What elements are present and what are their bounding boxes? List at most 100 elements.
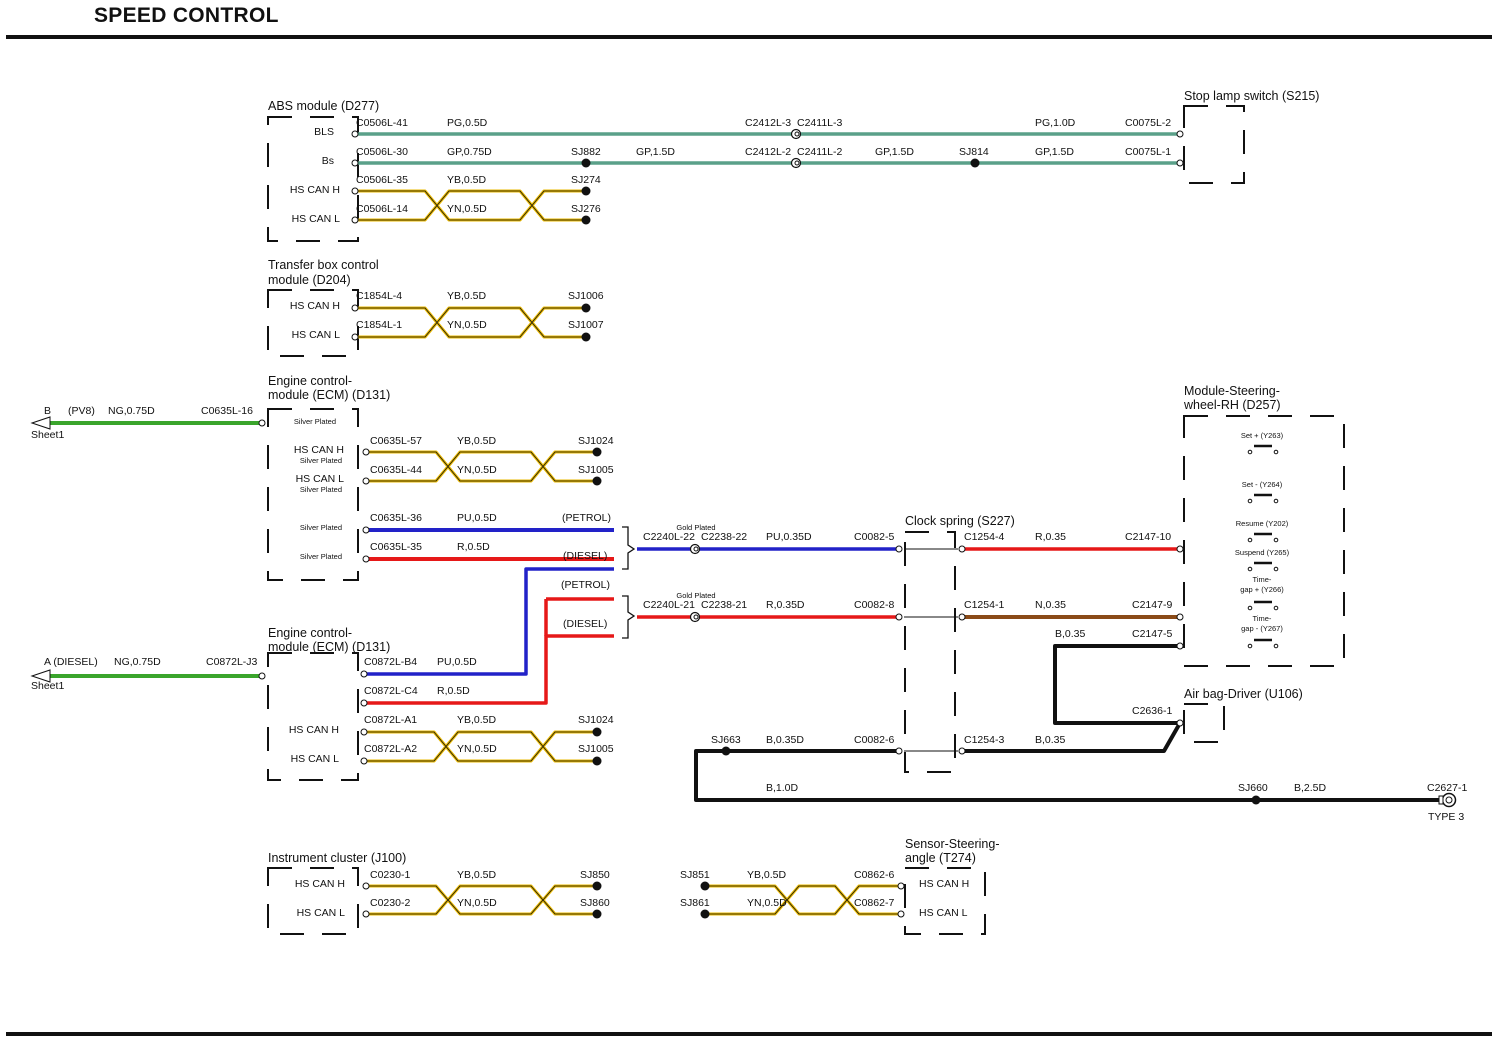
wire-label: SJ860: [580, 897, 610, 909]
ecm-title: Engine control-: [268, 626, 352, 640]
wire-label: C1254-3: [964, 734, 1004, 746]
wire-label: SJ660: [1238, 782, 1268, 794]
connector-pin: [351, 130, 359, 138]
wire-label: GP,1.5D: [875, 146, 914, 158]
wire-label: SJ276: [571, 203, 601, 215]
steering-wheel-module-title: Module-Steering-: [1184, 384, 1280, 398]
tracer: [364, 731, 597, 762]
abs-module-box: [267, 116, 359, 242]
pin-label: HS CAN L: [292, 329, 341, 341]
wire-label: PU,0.5D: [457, 512, 497, 524]
connector-pin: [897, 910, 905, 918]
wire-label: C2238-22: [701, 531, 747, 543]
splice-junction: [592, 727, 602, 737]
wire-label: C0082-8: [854, 599, 894, 611]
switch-label: Set + (Y263): [1241, 431, 1284, 440]
pin-label: Silver Plated: [300, 552, 342, 561]
wire-label: PG,0.5D: [447, 117, 488, 129]
switch-terminal: [1247, 498, 1253, 504]
wire-label: C1854L-1: [356, 319, 402, 331]
wire-label: A (DIESEL): [44, 656, 98, 668]
switch-terminal: [1273, 566, 1279, 572]
ecm-box-1: [267, 408, 359, 581]
wire-label: C0506L-41: [356, 117, 408, 129]
ecm-title: module (ECM) (D131): [268, 388, 390, 402]
wire-label: C2240L-22: [643, 531, 695, 543]
pin-label: HS CAN H: [290, 300, 340, 312]
connector-pin: [362, 477, 370, 485]
splice-junction: [581, 158, 591, 168]
abs-module-title: ABS module (D277): [268, 99, 379, 113]
wire-label: C2411L-2: [797, 146, 842, 158]
tracer: [705, 885, 901, 915]
tracer: [355, 190, 586, 221]
stop-lamp-switch-title: Stop lamp switch (S215): [1184, 89, 1319, 103]
wire-label: R,0.35: [1035, 531, 1066, 543]
inline-connector-pin: [693, 614, 699, 620]
wire-label: SJ851: [680, 869, 710, 881]
stop-lamp-switch-box: [1183, 105, 1245, 184]
wire-label: C0082-6: [854, 734, 894, 746]
connector-pin: [360, 728, 368, 736]
wire-label: YN,0.5D: [457, 897, 497, 909]
wire-label: (PETROL): [562, 512, 611, 524]
tracer: [366, 451, 597, 482]
switch-terminal: [1273, 449, 1279, 455]
splice-junction: [721, 746, 731, 756]
connector-pin: [1176, 159, 1184, 167]
splice-junction: [1251, 795, 1261, 805]
ground-wire: [694, 749, 1440, 802]
switch-label: gap + (Y266): [1240, 585, 1284, 594]
switch-terminal: [1273, 643, 1279, 649]
connector-pin: [360, 757, 368, 765]
wire-label: YB,0.5D: [447, 290, 487, 302]
wire-label: NG,0.75D: [114, 656, 161, 668]
wire-label: C0872L-A2: [364, 743, 417, 755]
wire-label: C1854L-4: [356, 290, 402, 302]
connector-pin: [1176, 613, 1184, 621]
wire-label: C2147-5: [1132, 628, 1172, 640]
steering-wheel-module-box: [1183, 415, 1345, 667]
connector-pin: [958, 545, 966, 553]
ecm-box-2: [267, 652, 359, 781]
connector-pin: [895, 747, 903, 755]
transfer-box-module-box: [267, 289, 359, 357]
wire-label: PU,0.5D: [437, 656, 477, 668]
wire-label: GP,1.5D: [1035, 146, 1074, 158]
wire-label: SJ1005: [578, 464, 614, 476]
wire-label: N,0.35: [1035, 599, 1066, 611]
wire-label: (PETROL): [561, 579, 610, 591]
inline-connector-pin: [794, 160, 800, 166]
switch-label: gap - (Y267): [1241, 624, 1283, 633]
connector-pin: [897, 882, 905, 890]
connector-pin: [958, 747, 966, 755]
wire-label: C0635L-57: [370, 435, 422, 447]
wire-label: SJ850: [580, 869, 610, 881]
junctions-and-connectors: [30, 128, 1457, 919]
page-title: SPEED CONTROL: [94, 4, 279, 27]
transfer-box-title: Transfer box control: [268, 258, 379, 272]
wire-label: C2147-10: [1125, 531, 1171, 543]
wire-label: C2627-1: [1427, 782, 1467, 794]
connector-pin: [351, 333, 359, 341]
wire-label: C0506L-14: [356, 203, 408, 215]
wire-label: PU,0.35D: [766, 531, 812, 543]
wire-label: SJ663: [711, 734, 741, 746]
connector-pin: [1176, 130, 1184, 138]
pin-label: HS CAN H: [290, 184, 340, 196]
wire-label: Gold Plated: [676, 591, 715, 600]
tracer: [366, 885, 597, 915]
instrument-cluster-box: [267, 867, 359, 935]
pin-label: BLS: [314, 126, 334, 138]
connector-pin: [895, 613, 903, 621]
wire-label: SJ861: [680, 897, 710, 909]
connector-pin: [362, 910, 370, 918]
r-wire-diesel: [364, 634, 614, 705]
wire-label: C0635L-36: [370, 512, 422, 524]
steering-angle-sensor-title: angle (T274): [905, 851, 976, 865]
switch-terminal: [1273, 537, 1279, 543]
wire-label: YB,0.5D: [447, 174, 487, 186]
transfer-box-title: module (D204): [268, 273, 351, 287]
wire-label: C0872L-B4: [364, 656, 417, 668]
wire-label: YB,0.5D: [457, 714, 497, 726]
